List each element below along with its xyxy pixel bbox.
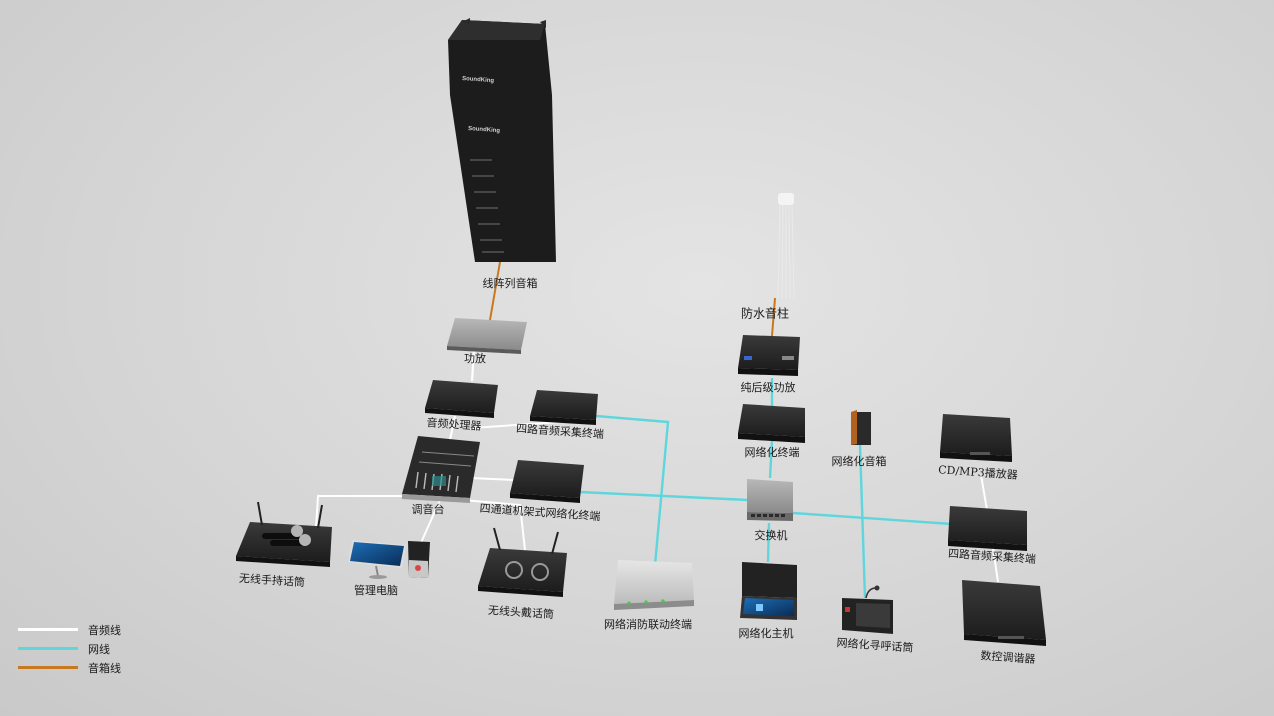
brand-logo: SoundKing: [462, 76, 495, 84]
net-line-capture-fire: [595, 414, 670, 566]
cd-player-device: [940, 414, 1012, 462]
headset-mic-device: [478, 527, 567, 597]
label-fire-terminal: 网络消防联动终端: [604, 618, 692, 631]
handheld-mic-device: [236, 501, 332, 567]
power-amp-device: [738, 335, 800, 376]
legend-swatch-speaker: [18, 666, 78, 669]
legend-label: 网线: [88, 642, 110, 656]
capture-terminal-top-device: [530, 390, 598, 425]
legend-item-network: 网线: [18, 639, 121, 658]
waterproof-column-device: [777, 193, 795, 299]
audio-line-mixer-handheld: [315, 495, 430, 529]
fire-terminal-device: [614, 560, 694, 610]
audio-line-mixer-rack: [469, 477, 515, 481]
label-mixer: 调音台: [411, 503, 445, 516]
label-line-array: 线阵列音箱: [482, 277, 538, 290]
switch-device: [747, 479, 793, 521]
speaker-line-column: [771, 297, 776, 337]
legend-item-speaker: 音箱线: [18, 658, 121, 677]
paging-mic-device: [842, 585, 893, 634]
legend-item-audio: 音频线: [18, 620, 121, 639]
label-net-terminal: 网络化终端: [744, 446, 800, 459]
mixer-device: [402, 436, 480, 503]
label-pc: 管理电脑: [354, 584, 398, 597]
audio-line-mixer-capture: [471, 421, 561, 429]
network-host-device: [740, 562, 797, 620]
net-line-switch-right: [792, 511, 953, 526]
network-speaker-device: [851, 410, 871, 445]
audio-line-amp-processor: [470, 349, 476, 382]
net-line-speaker-paging: [858, 444, 867, 599]
audio-line-processor-mixer: [448, 415, 457, 441]
legend-swatch-audio: [18, 628, 78, 631]
audio-line-cd-capture: [980, 474, 988, 511]
label-amplifier: 功放: [464, 352, 486, 365]
audio-processor-device: [425, 380, 498, 418]
rack-terminal-device: [510, 460, 584, 503]
audio-line-capture-tuner: [992, 547, 999, 583]
legend-label: 音频线: [88, 623, 121, 637]
net-line-switch-terminal: [768, 439, 774, 479]
legend-swatch-network: [18, 647, 78, 650]
label-switch: 交换机: [754, 529, 788, 542]
speaker-line-array: [489, 261, 501, 321]
audio-line-mixer-pc: [419, 499, 441, 546]
digital-tuner-device: [962, 580, 1046, 646]
management-pc-device: [348, 540, 430, 579]
network-terminal-device: [738, 404, 805, 443]
legend-label: 音箱线: [88, 661, 121, 675]
label-column: 防水音柱: [740, 306, 790, 321]
legend: 音频线 网线 音箱线: [18, 620, 121, 677]
net-line-rack-switch: [579, 490, 749, 502]
label-net-speaker: 网络化音箱: [831, 455, 887, 468]
label-power-amp: 纯后级功放: [740, 381, 796, 394]
cables: [315, 261, 999, 599]
label-host: 网络化主机: [738, 627, 794, 640]
brand-logo: SoundKing: [468, 126, 501, 134]
net-line-switch-host: [766, 522, 771, 563]
capture-terminal-right-device: [948, 506, 1027, 551]
amplifier-device: [447, 318, 527, 354]
line-array-speaker: SoundKing SoundKing: [448, 18, 556, 262]
